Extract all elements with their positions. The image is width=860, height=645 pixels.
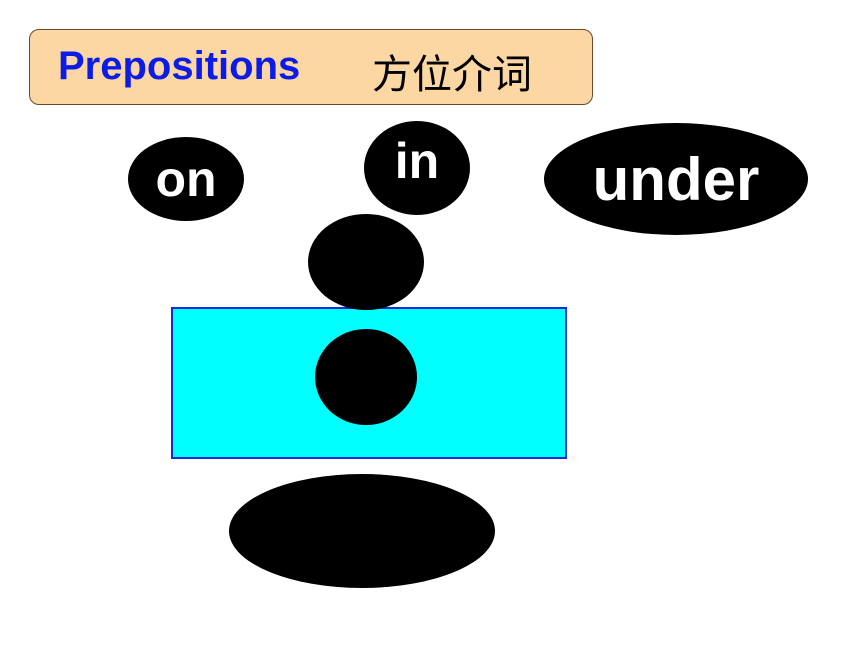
- ball-under-box: [229, 474, 495, 588]
- ball-on-box: [308, 214, 424, 310]
- word-on-label: on: [155, 151, 217, 207]
- word-under-label: under: [592, 145, 760, 213]
- title-banner: Prepositions 方位介词: [29, 29, 593, 105]
- title-chinese: 方位介词: [372, 52, 532, 98]
- ball-in-box: [315, 329, 417, 425]
- word-in-label: in: [394, 133, 440, 189]
- word-on-oval: on: [128, 137, 244, 221]
- word-in-oval: in: [364, 121, 470, 215]
- title-english: Prepositions: [58, 44, 301, 88]
- word-under-oval: under: [544, 123, 808, 235]
